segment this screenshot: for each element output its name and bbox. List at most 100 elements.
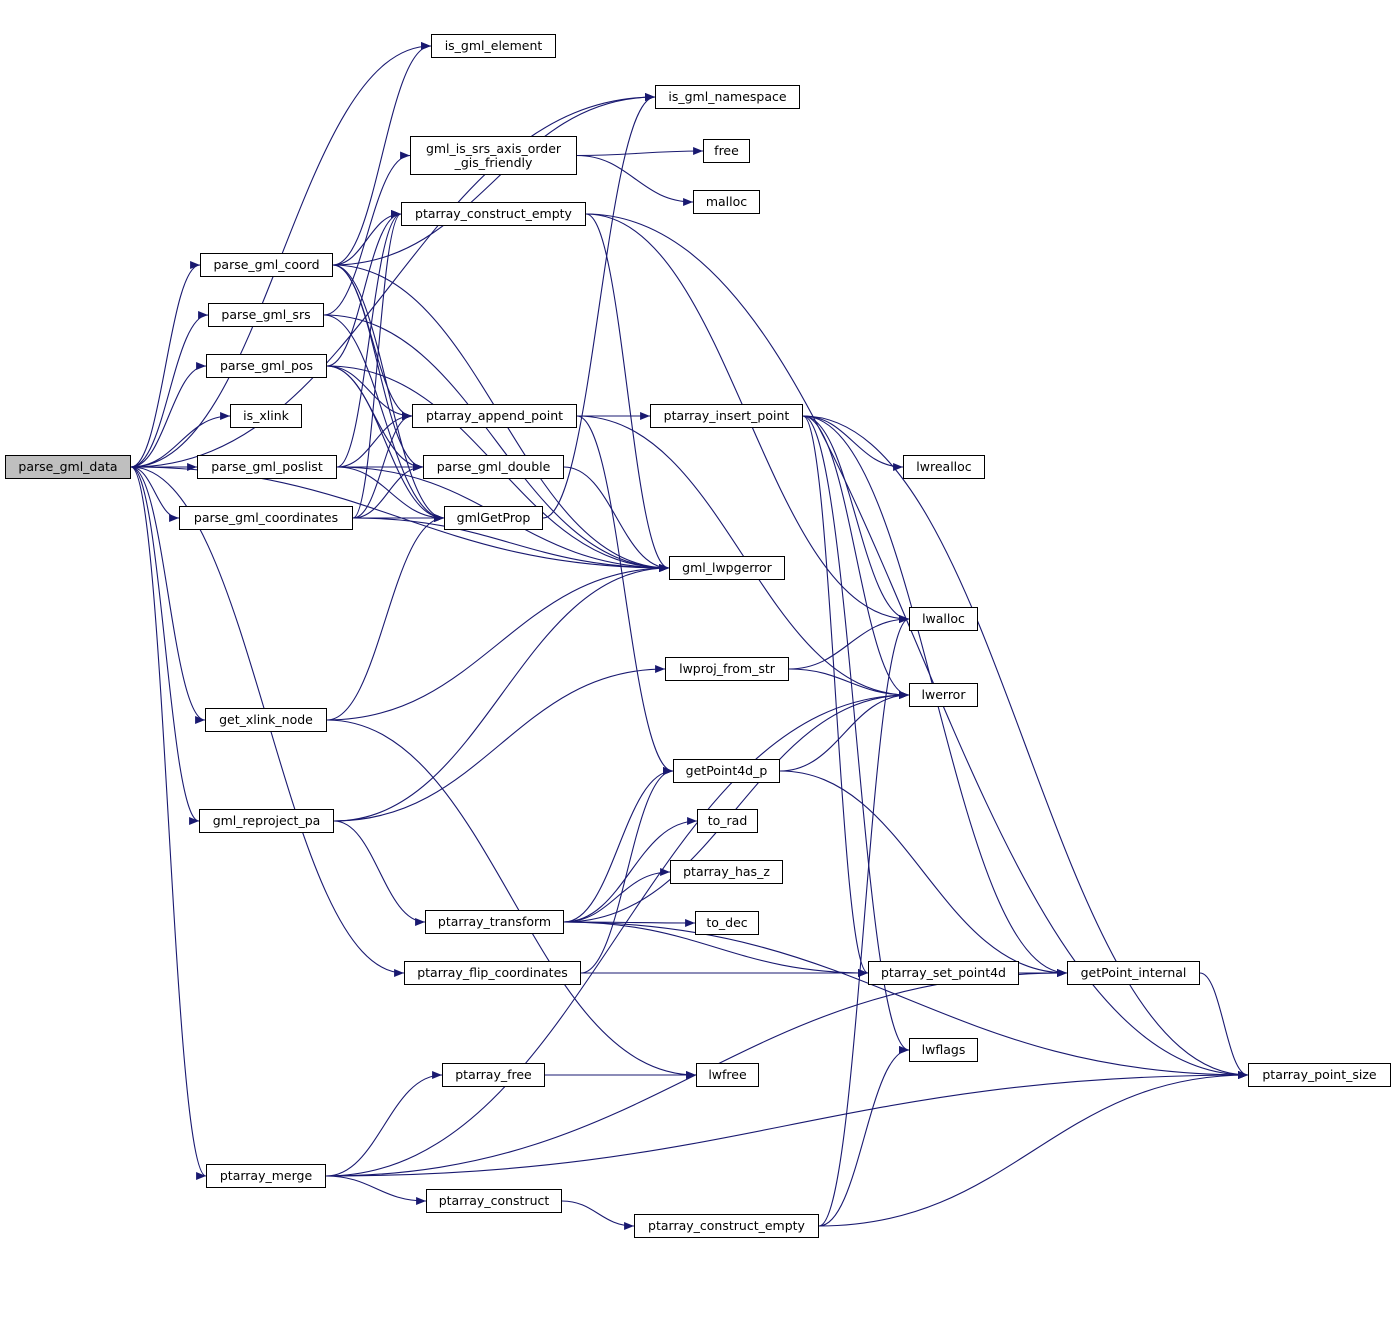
edge-ptarray_merge-to-lwerror bbox=[325, 691, 910, 1177]
edge-parse_gml_coordinates-to-gml_lwpgerror bbox=[352, 517, 670, 572]
edge-parse_gml_data-to-is_xlink bbox=[130, 412, 231, 468]
node-parse-gml-srs[interactable]: parse_gml_srs bbox=[208, 303, 324, 327]
edge-ptarray_construct_empty_2-to-ptarray_point_size bbox=[818, 1071, 1249, 1227]
node-gml-reproject-pa[interactable]: gml_reproject_pa bbox=[199, 809, 334, 833]
node-ptarray-construct-empty-2[interactable]: ptarray_construct_empty bbox=[634, 1214, 819, 1238]
node-gmlGetProp[interactable]: gmlGetProp bbox=[444, 506, 543, 530]
edge-ptarray_transform-to-ptarray_point_size bbox=[563, 921, 1249, 1079]
node-getPoint-internal[interactable]: getPoint_internal bbox=[1067, 961, 1200, 985]
edge-ptarray_insert_point-to-lwflags bbox=[802, 415, 910, 1054]
edge-parse_gml_coord-to-is_gml_namespace bbox=[332, 93, 656, 266]
edge-lwproj_from_str-to-lwerror bbox=[788, 668, 910, 699]
node-parse-gml-coordinates[interactable]: parse_gml_coordinates bbox=[179, 506, 353, 530]
node-parse-gml-poslist[interactable]: parse_gml_poslist bbox=[197, 455, 337, 479]
edge-parse_gml_coord-to-is_gml_element bbox=[332, 42, 432, 266]
edge-ptarray_append_point-to-getPoint4d_p bbox=[576, 415, 674, 775]
node-ptarray-construct-empty-1[interactable]: ptarray_construct_empty bbox=[401, 202, 586, 226]
edge-ptarray_construct_empty_1-to-ptarray_point_size bbox=[585, 213, 1249, 1079]
edge-parse_gml_srs-to-gml_lwpgerror bbox=[323, 314, 670, 572]
edge-lwproj_from_str-to-lwalloc bbox=[788, 615, 910, 670]
node-ptarray-flip-coordinates[interactable]: ptarray_flip_coordinates bbox=[404, 961, 581, 985]
edge-getPoint4d_p-to-getPoint_internal bbox=[779, 770, 1068, 977]
node-is-gml-namespace[interactable]: is_gml_namespace bbox=[655, 85, 800, 109]
edge-gml_reproject_pa-to-ptarray_transform bbox=[333, 820, 426, 926]
node-getPoint4d-p[interactable]: getPoint4d_p bbox=[673, 759, 780, 783]
node-malloc[interactable]: malloc bbox=[693, 190, 760, 214]
node-gml-lwpgerror[interactable]: gml_lwpgerror bbox=[669, 556, 785, 580]
edge-ptarray_transform-to-getPoint4d_p bbox=[563, 767, 674, 923]
node-parse-gml-pos[interactable]: parse_gml_pos bbox=[206, 354, 327, 378]
edge-ptarray_construct_empty_2-to-lwflags bbox=[818, 1046, 910, 1227]
node-lwerror[interactable]: lwerror bbox=[909, 683, 978, 707]
node-ptarray-point-size[interactable]: ptarray_point_size bbox=[1248, 1063, 1391, 1087]
edge-ptarray_construct_empty_2-to-lwalloc bbox=[818, 615, 910, 1227]
node-lwproj-from-str[interactable]: lwproj_from_str bbox=[665, 657, 789, 681]
edge-parse_gml_srs-to-gml_is_srs bbox=[323, 151, 411, 316]
node-ptarray-transform[interactable]: ptarray_transform bbox=[425, 910, 564, 934]
edge-parse_gml_poslist-to-ptarray_construct_empty_1 bbox=[336, 210, 402, 468]
edge-gmlGetProp-to-is_gml_namespace bbox=[542, 93, 656, 519]
edge-parse_gml_data-to-get_xlink_node bbox=[130, 466, 206, 724]
edge-parse_gml_data-to-parse_gml_coordinates bbox=[130, 466, 180, 522]
edge-parse_gml_double-to-gml_lwpgerror bbox=[563, 466, 670, 572]
node-lwfree[interactable]: lwfree bbox=[696, 1063, 759, 1087]
edge-gml_reproject_pa-to-gml_lwpgerror bbox=[333, 564, 670, 822]
edge-gml_reproject_pa-to-lwproj_from_str bbox=[333, 665, 666, 822]
edge-parse_gml_coord-to-gmlGetProp bbox=[332, 264, 445, 522]
edge-ptarray_insert_point-to-ptarray_set_point4d bbox=[802, 415, 869, 977]
edge-parse_gml_pos-to-gmlGetProp bbox=[326, 365, 445, 522]
edge-ptarray_insert_point-to-lwalloc bbox=[802, 415, 910, 623]
edge-ptarray_transform-to-lwerror bbox=[563, 691, 910, 923]
edge-parse_gml_coordinates-to-ptarray_construct_empty_1 bbox=[352, 210, 402, 519]
node-ptarray-set-point4d[interactable]: ptarray_set_point4d bbox=[868, 961, 1019, 985]
node-parse-gml-coord[interactable]: parse_gml_coord bbox=[200, 253, 333, 277]
edge-ptarray_merge-to-ptarray_point_size bbox=[325, 1071, 1249, 1177]
node-to-rad[interactable]: to_rad bbox=[697, 809, 758, 833]
node-to-dec[interactable]: to_dec bbox=[695, 911, 759, 935]
edge-parse_gml_data-to-parse_gml_coord bbox=[130, 261, 201, 468]
edge-parse_gml_data-to-ptarray_merge bbox=[130, 466, 207, 1180]
edge-ptarray_append_point-to-lwerror bbox=[576, 415, 910, 699]
node-ptarray-construct[interactable]: ptarray_construct bbox=[426, 1189, 562, 1213]
node-ptarray-merge[interactable]: ptarray_merge bbox=[206, 1164, 326, 1188]
node-ptarray-free[interactable]: ptarray_free bbox=[442, 1063, 545, 1087]
edge-parse_gml_data-to-parse_gml_pos bbox=[130, 362, 207, 468]
edge-parse_gml_coordinates-to-parse_gml_double bbox=[352, 463, 424, 519]
node-lwalloc[interactable]: lwalloc bbox=[909, 607, 978, 631]
edge-getPoint_internal-to-ptarray_point_size bbox=[1199, 972, 1249, 1079]
edge-ptarray_insert_point-to-ptarray_point_size bbox=[802, 415, 1249, 1079]
node-lwflags[interactable]: lwflags bbox=[909, 1038, 978, 1062]
node-ptarray-has-z[interactable]: ptarray_has_z bbox=[670, 860, 783, 884]
edge-ptarray_transform-to-to_rad bbox=[563, 817, 698, 923]
node-parse-gml-double[interactable]: parse_gml_double bbox=[423, 455, 564, 479]
edge-ptarray_merge-to-ptarray_free bbox=[325, 1071, 443, 1177]
node-free[interactable]: free bbox=[703, 139, 750, 163]
edge-ptarray_insert_point-to-lwrealloc bbox=[802, 415, 904, 471]
edge-gml_is_srs-to-malloc bbox=[576, 154, 694, 206]
node-gml-is-srs[interactable]: gml_is_srs_axis_order _gis_friendly bbox=[410, 136, 577, 175]
node-is-gml-element[interactable]: is_gml_element bbox=[431, 34, 556, 58]
edge-get_xlink_node-to-gmlGetProp bbox=[326, 514, 445, 721]
edge-ptarray_merge-to-ptarray_construct bbox=[325, 1175, 427, 1205]
node-lwrealloc[interactable]: lwrealloc bbox=[903, 455, 985, 479]
edge-parse_gml_poslist-to-gmlGetProp bbox=[336, 466, 445, 522]
edge-parse_gml_coord-to-parse_gml_double bbox=[332, 264, 424, 471]
node-get-xlink-node[interactable]: get_xlink_node bbox=[205, 708, 327, 732]
edge-getPoint4d_p-to-lwerror bbox=[779, 691, 910, 772]
edge-get_xlink_node-to-lwfree bbox=[326, 719, 697, 1079]
edge-ptarray_insert_point-to-lwerror bbox=[802, 415, 910, 699]
edge-get_xlink_node-to-gml_lwpgerror bbox=[326, 564, 670, 721]
edge-parse_gml_srs-to-gmlGetProp bbox=[323, 314, 445, 522]
edge-ptarray_construct-to-ptarray_construct_empty_2 bbox=[561, 1200, 635, 1230]
node-ptarray-insert-point[interactable]: ptarray_insert_point bbox=[650, 404, 803, 428]
node-parse-gml-data: parse_gml_data bbox=[5, 455, 131, 479]
node-ptarray-append-point[interactable]: ptarray_append_point bbox=[412, 404, 577, 428]
edge-parse_gml_pos-to-ptarray_append_point bbox=[326, 365, 413, 420]
edge-ptarray_construct_empty_1-to-gml_lwpgerror bbox=[585, 213, 670, 572]
edge-parse_gml_pos-to-ptarray_construct_empty_1 bbox=[326, 210, 402, 367]
edge-parse_gml_data-to-is_gml_namespace bbox=[130, 93, 656, 468]
node-is-xlink[interactable]: is_xlink bbox=[230, 404, 302, 428]
edge-parse_gml_data-to-gml_reproject_pa bbox=[130, 466, 200, 825]
